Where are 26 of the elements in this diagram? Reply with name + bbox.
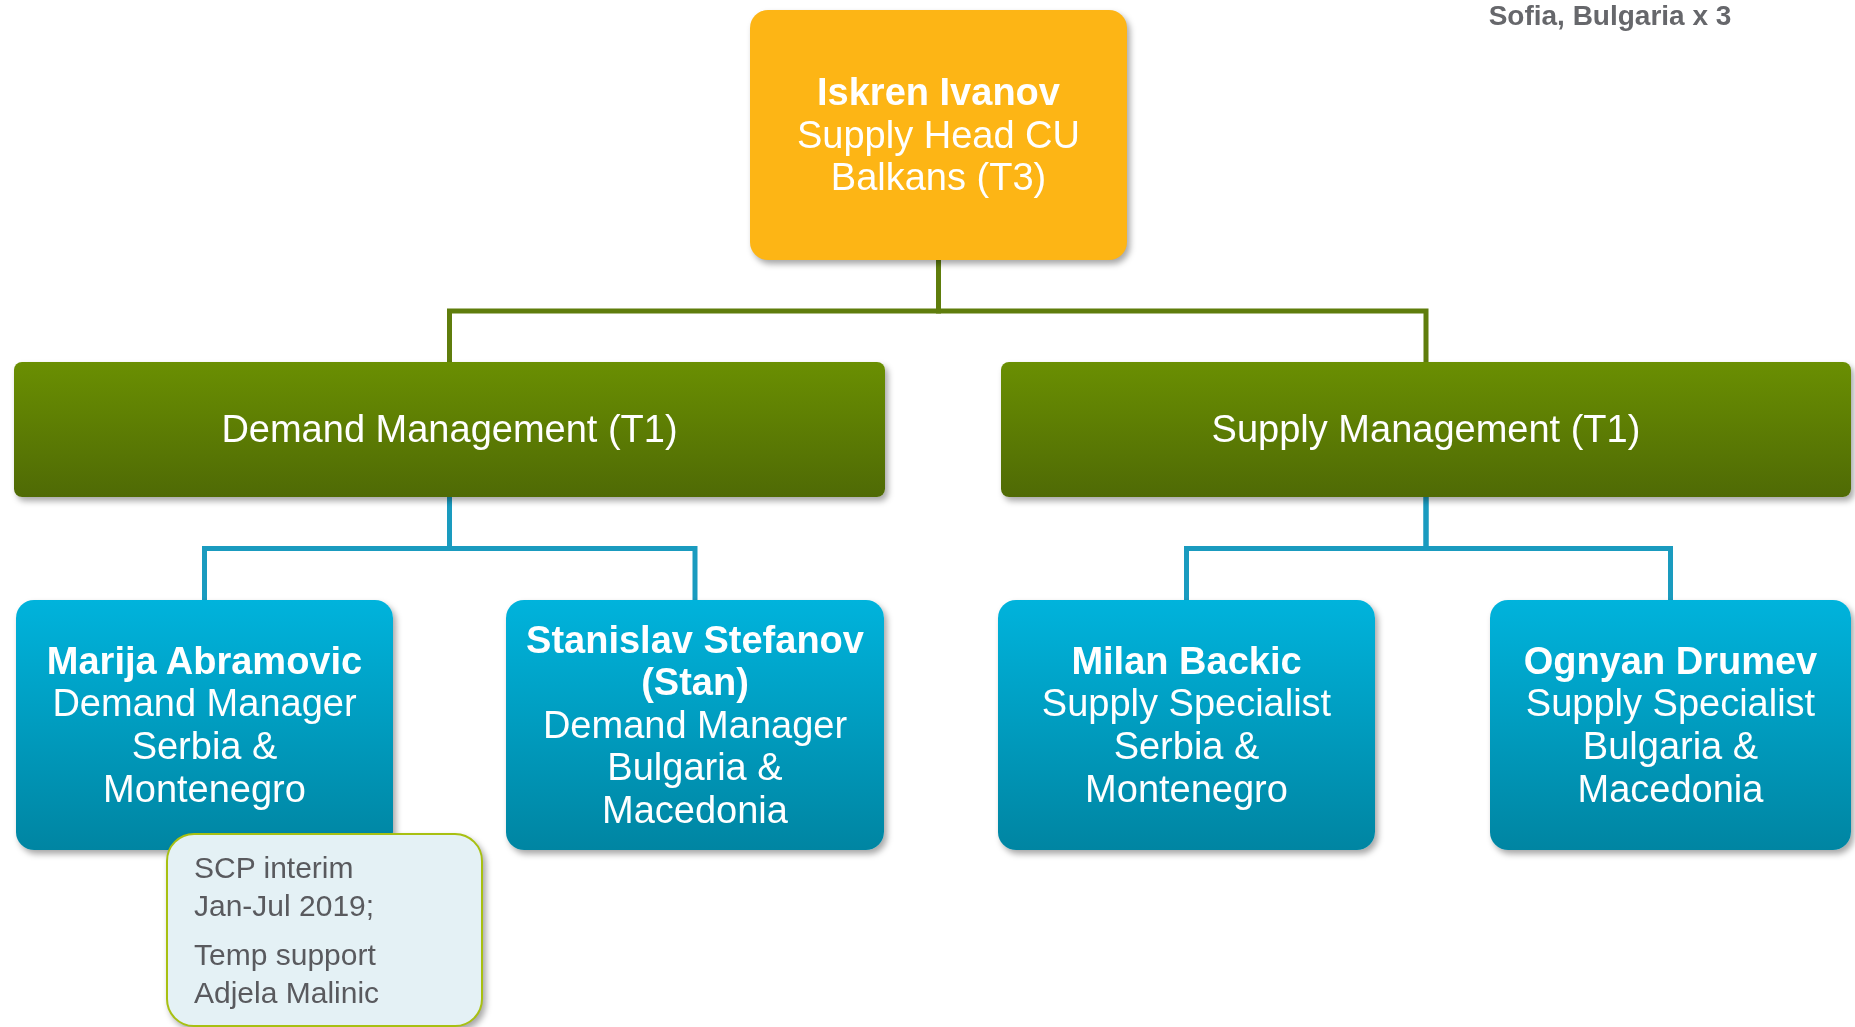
role-text: Supply Specialist Bulgaria & Macedonia bbox=[1524, 682, 1817, 811]
head-box bbox=[750, 10, 1127, 260]
connector-line bbox=[1423, 497, 1673, 600]
name-text: Stanislav Stefanov (Stan) bbox=[525, 618, 865, 704]
person-box bbox=[506, 600, 884, 850]
name-text: Ognyan Drumev bbox=[1523, 639, 1818, 683]
location-text: Sofia, Bulgaria x 3 bbox=[1487, 0, 1733, 32]
role-text: Demand Manager Serbia & Montenegro bbox=[51, 682, 358, 811]
connector-line bbox=[936, 260, 1429, 362]
person-box bbox=[16, 600, 393, 850]
person-box bbox=[1490, 600, 1851, 850]
connector-line bbox=[447, 497, 698, 600]
role-text: Supply Head CU Balkans (T3) bbox=[795, 113, 1081, 199]
team-box bbox=[14, 362, 885, 497]
person-box bbox=[998, 600, 1375, 850]
name-text: Milan Backic bbox=[1071, 639, 1302, 683]
role-text: Demand Manager Bulgaria & Macedonia bbox=[541, 703, 849, 832]
role-text: Demand Management (T1) bbox=[221, 408, 678, 451]
note-text: SCP interim Jan-Jul 2019; bbox=[194, 850, 376, 924]
role-text: Supply Specialist Serbia & Montenegro bbox=[1040, 682, 1333, 811]
role-text: Supply Management (T1) bbox=[1211, 408, 1641, 451]
name-text: Marija Abramovic bbox=[46, 639, 363, 683]
note-callout bbox=[166, 833, 483, 1027]
team-box bbox=[1001, 362, 1851, 497]
note-text: Temp support Adjela Malinic bbox=[194, 937, 381, 1011]
name-text: Iskren Ivanov bbox=[817, 71, 1060, 114]
